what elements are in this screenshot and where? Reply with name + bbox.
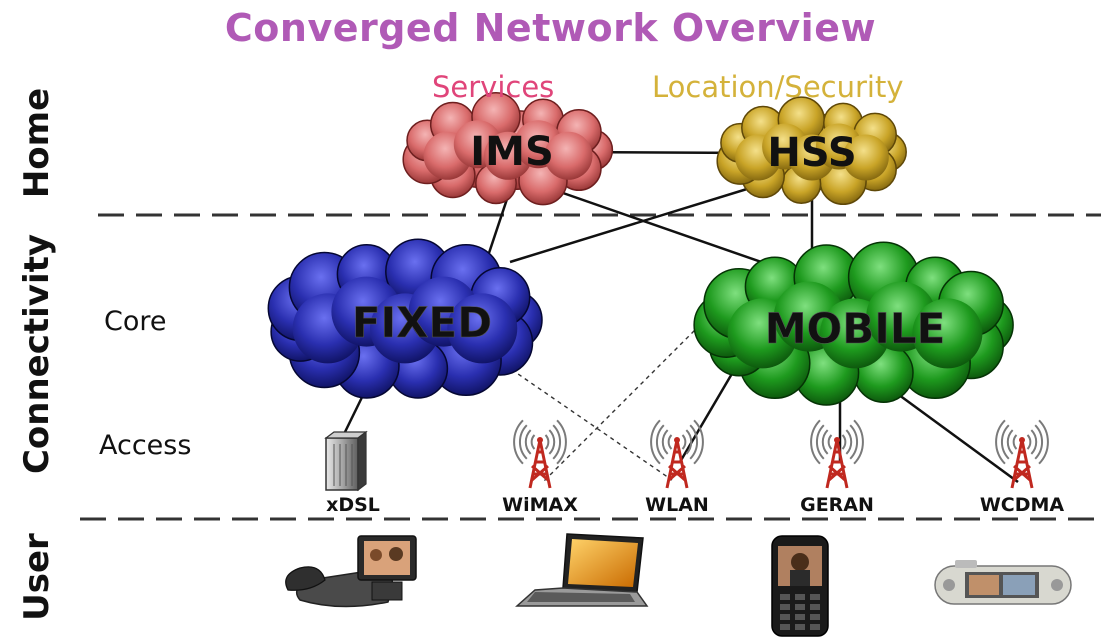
hss-cloud: [716, 96, 907, 206]
antenna-tower-icon-wlan: [650, 419, 704, 489]
wimax-label: WiMAX: [502, 494, 578, 516]
link-mobile-wcdma: [894, 390, 1019, 484]
fixed-cloud: [267, 238, 543, 399]
mobile-cloud: [693, 241, 1014, 406]
laptop-icon: [515, 533, 649, 607]
location-security-label: Location/Security: [652, 70, 904, 104]
ims-cloud-label: IMS: [470, 129, 554, 175]
link-hss-fixed: [509, 183, 761, 264]
mobile-cloud-label: MOBILE: [765, 304, 946, 353]
link-mobile-wimax-dotted: [542, 324, 701, 483]
hss-cloud-label: HSS: [767, 130, 856, 176]
home-layer-label: Home: [17, 87, 57, 199]
wcdma-label: WCDMA: [979, 494, 1065, 516]
antenna-tower-icon-geran: [810, 419, 864, 489]
wlan-label: WLAN: [645, 494, 709, 516]
link-fixed-wlan-dotted: [504, 364, 673, 481]
core-label: Core: [104, 306, 167, 337]
access-label: Access: [99, 430, 192, 461]
cloud-fixed-core: [447, 293, 518, 364]
user-layer-label: User: [17, 533, 57, 621]
link-ims-mobile: [539, 183, 791, 274]
cloud-ims-core: [544, 131, 593, 180]
cloud-hss-core: [842, 134, 889, 181]
handheld-device-icon: [934, 560, 1072, 605]
video-phone-icon: [285, 535, 417, 608]
mobile-phone-icon: [771, 535, 829, 637]
ims-cloud: [402, 91, 614, 206]
xdsl-label: xDSL: [326, 494, 380, 516]
dotted-links: [504, 324, 701, 483]
dslam-icon: [324, 430, 368, 492]
connectivity-layer-label: Connectivity: [17, 233, 57, 475]
antenna-tower-icon-wcdma: [995, 419, 1049, 489]
fixed-cloud-label: FIXED: [352, 298, 492, 347]
services-label: Services: [432, 70, 555, 104]
antenna-tower-icon-wimax: [513, 419, 567, 489]
geran-label: GERAN: [800, 494, 874, 516]
diagram-title: Converged Network Overview: [224, 6, 877, 50]
cloud-mobile-core: [912, 298, 983, 369]
